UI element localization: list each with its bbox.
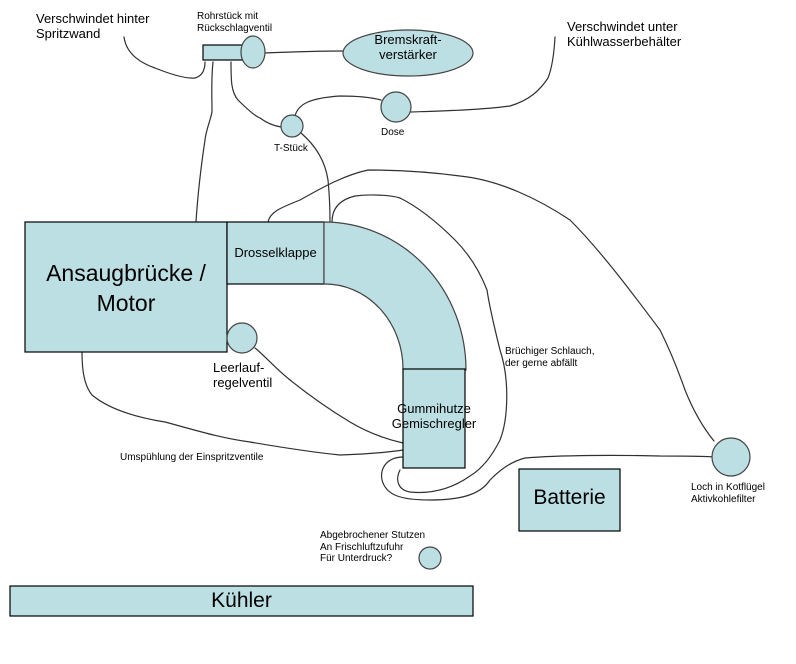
t-piece-circle[interactable]	[280, 114, 304, 138]
can-circle[interactable]	[380, 91, 412, 123]
label-charcoal-filter: Loch in Kotflügel Aktivkohlefilter	[691, 482, 765, 505]
hose-mixer-loop	[380, 454, 715, 501]
mixer-box[interactable]	[402, 368, 466, 469]
throttle-body-box[interactable]	[226, 221, 325, 285]
charcoal-filter-circle[interactable]	[711, 437, 751, 477]
battery-box[interactable]	[518, 468, 621, 532]
hose-t-piece-to-throttle	[300, 132, 331, 223]
label-t-piece: T-Stück	[274, 143, 308, 154]
hose-injector-flush	[81, 351, 404, 456]
idle-valve-circle[interactable]	[226, 322, 258, 354]
hose-can-to-coolant-tank	[410, 36, 556, 113]
broken-nozzle-circle[interactable]	[418, 546, 442, 570]
annotation-under-coolant-tank: Verschwindet unter Kühlwasserbehälter	[567, 19, 682, 49]
check-valve-ellipse[interactable]	[240, 35, 266, 69]
annotation-injector-flush: Umspühlung der Einspritzventile	[120, 452, 264, 463]
label-battery: Batterie	[533, 486, 606, 509]
label-broken-nozzle: Abgebrochener Stutzen An Frischluftzufuh…	[320, 530, 426, 564]
hose-check-valve-to-t-piece	[230, 61, 282, 128]
label-throttle-body: Drosselklappe	[234, 245, 317, 260]
label-radiator: Kühler	[211, 589, 272, 612]
radiator-box[interactable]	[9, 585, 474, 617]
label-check-valve-pipe: Rohrstück mit Rückschlagventil	[197, 11, 273, 34]
label-brake-booster: Bremskraft- verstärker	[374, 32, 442, 62]
annotation-brittle-hose: Brüchiger Schlauch, der gerne abfällt	[505, 346, 595, 369]
intake-manifold-box[interactable]	[24, 221, 228, 353]
hose-idle-valve	[254, 347, 404, 444]
annotation-behind-firewall: Verschwindet hinter Spritzwand	[36, 11, 150, 41]
label-mixer: Gummihutze Gemischregler	[391, 401, 477, 431]
label-can: Dose	[381, 127, 405, 138]
brake-booster-ellipse[interactable]	[342, 29, 474, 77]
hose-firewall	[123, 36, 206, 79]
hose-check-valve-to-intake	[195, 61, 214, 223]
hose-t-piece-to-can	[294, 95, 382, 117]
intake-elbow-hose[interactable]	[323, 221, 467, 371]
hose-throttle-to-filter	[267, 169, 715, 442]
label-idle-valve: Leerlauf- regelventil	[213, 360, 273, 390]
hose-brittle	[331, 194, 508, 494]
label-intake-manifold: Ansaugbrücke / Motor	[46, 260, 206, 316]
hose-check-valve-to-booster	[263, 50, 344, 54]
